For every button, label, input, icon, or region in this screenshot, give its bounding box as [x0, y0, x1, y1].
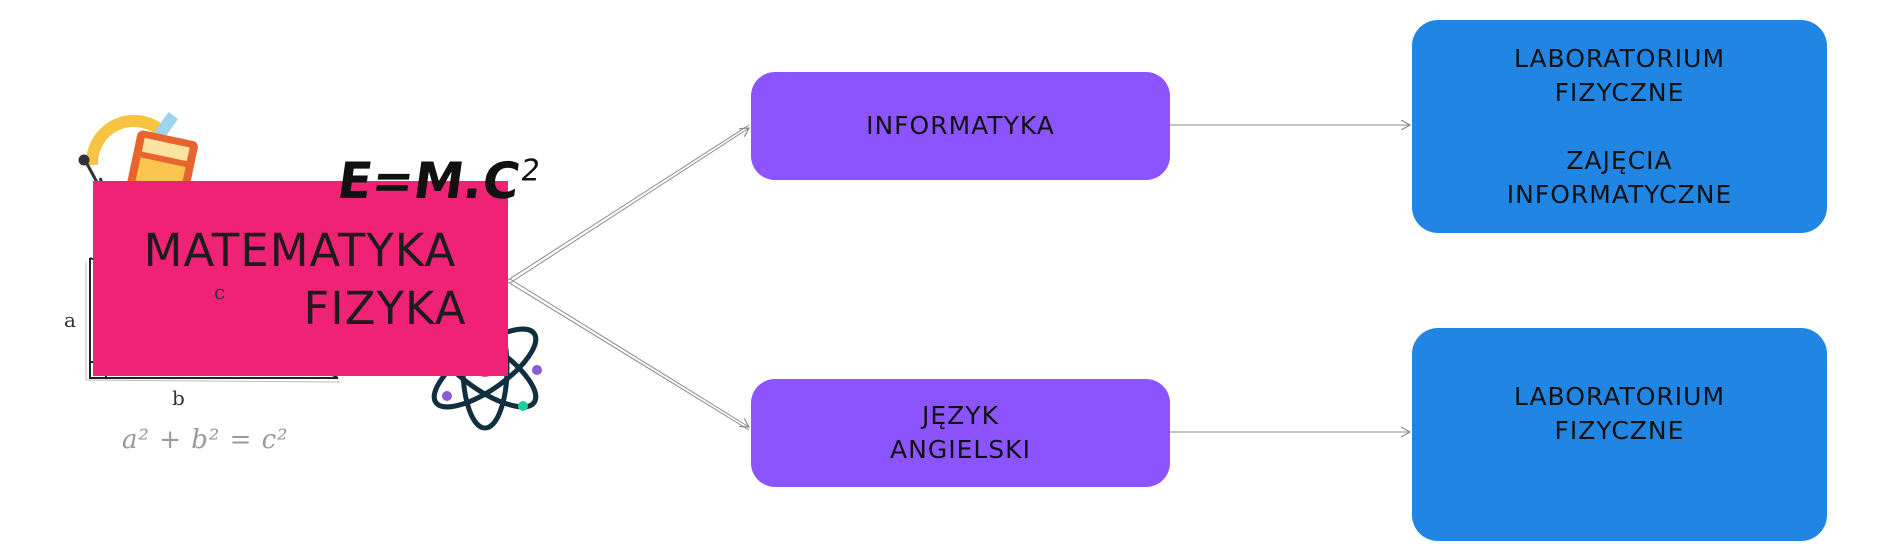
node-laboratorium-1: LABORATORIUM FIZYCZNE ZAJĘCIA INFORMATYC…	[1412, 20, 1827, 233]
emc-formula: E=M.C2	[334, 152, 543, 210]
triangle-label-c: c	[214, 280, 226, 304]
node-jezyk-angielski-label: JĘZYK ANGIELSKI	[890, 401, 1031, 464]
triangle-label-b: b	[172, 386, 185, 410]
pythagoras-formula: a² + b² = c²	[122, 425, 289, 455]
node-jezyk-angielski: JĘZYK ANGIELSKI	[751, 379, 1170, 487]
root-node-label: MATEMATYKA FIZYKA	[100, 222, 500, 338]
connector-root-to-informatyka	[507, 124, 749, 284]
emc-formula-text: E=M.C	[333, 152, 524, 210]
node-informatyka: INFORMATYKA	[751, 72, 1170, 180]
root-label-line1: MATEMATYKA	[143, 224, 457, 277]
root-label-line2: FIZYKA	[303, 282, 467, 335]
node-laboratorium-2-label: LABORATORIUM FIZYCZNE	[1513, 382, 1726, 445]
node-laboratorium-2: LABORATORIUM FIZYCZNE	[1412, 328, 1827, 541]
triangle-label-a: a	[64, 308, 76, 332]
node-laboratorium-1-label: LABORATORIUM FIZYCZNE ZAJĘCIA INFORMATYC…	[1506, 44, 1733, 209]
node-informatyka-label: INFORMATYKA	[866, 111, 1055, 140]
protractor-icon	[85, 114, 164, 166]
root-node-box	[93, 181, 508, 376]
connector-root-to-jezyk	[507, 278, 749, 431]
